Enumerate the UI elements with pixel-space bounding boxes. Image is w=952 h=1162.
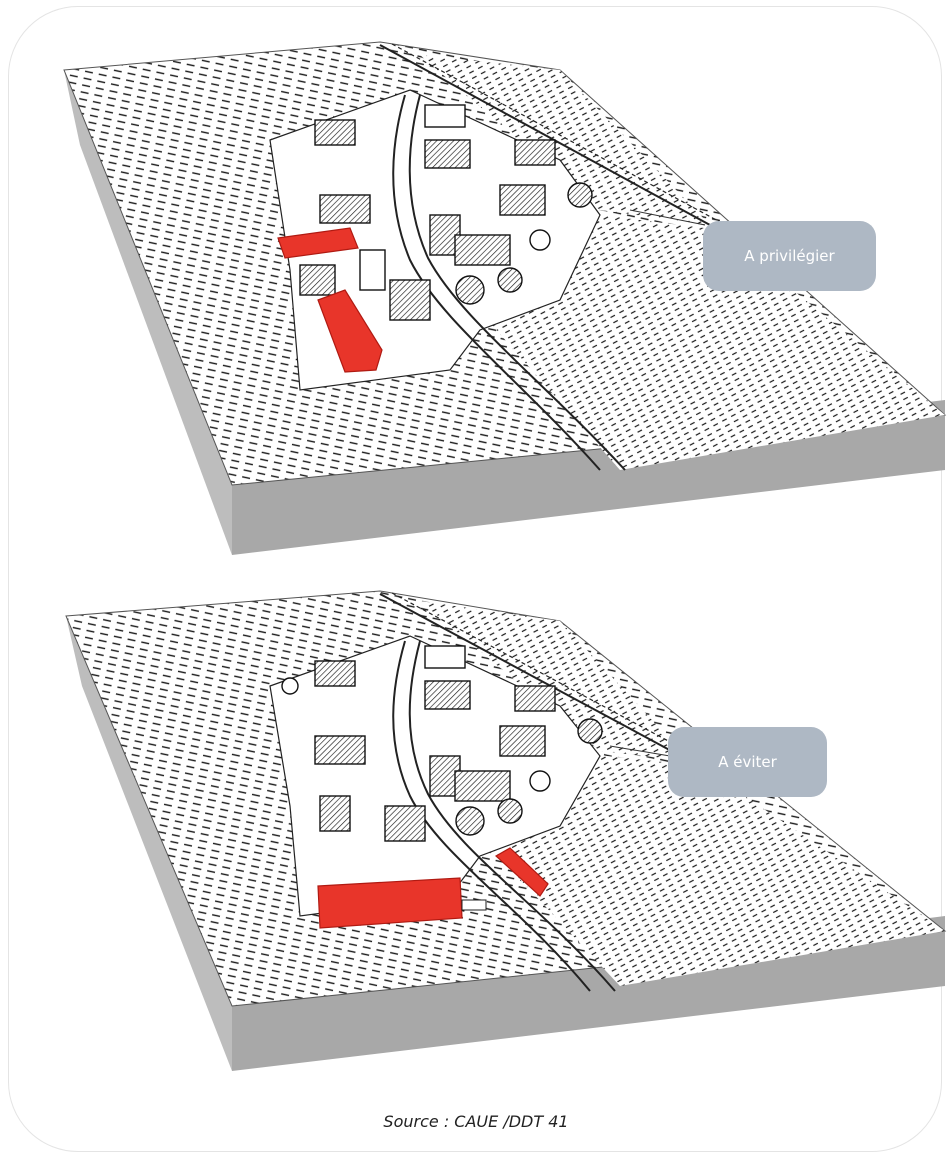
callout-preferred: A privilégier (703, 221, 876, 291)
source-caption: Source : CAUE /DDT 41 (0, 1112, 952, 1131)
diagram-preferred: A privilégier (0, 0, 952, 560)
landscape-block-diagram-bottom (0, 566, 952, 1106)
callout-avoid: A éviter (668, 727, 827, 797)
building-annex (462, 900, 486, 910)
diagram-avoid: A éviter (0, 566, 952, 1106)
